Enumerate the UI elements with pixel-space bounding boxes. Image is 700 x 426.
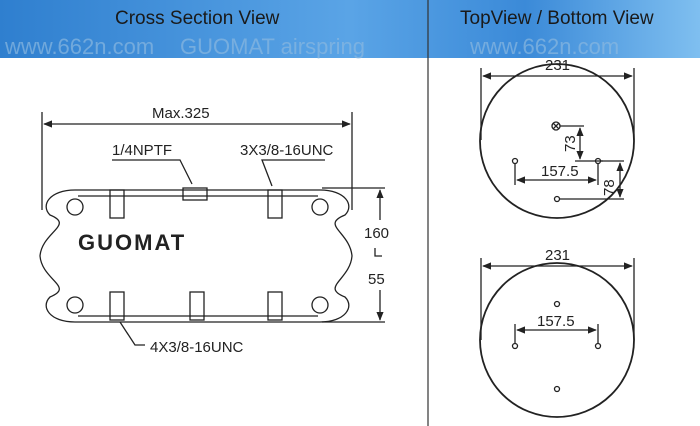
top-offset-lower: 78 xyxy=(601,179,618,196)
cross-section-view xyxy=(39,112,385,346)
watermark-url: www.662n.com xyxy=(4,34,154,59)
min-height-value: 55 xyxy=(368,271,385,288)
bottom-diameter: 231 xyxy=(545,247,570,264)
top-thread-label: 3X3/8-16UNC xyxy=(240,142,334,159)
watermark-url-right: www.662n.com xyxy=(469,34,619,59)
top-offset-vertical: 73 xyxy=(562,135,579,152)
max-height-value: 160 xyxy=(364,225,389,242)
header-band xyxy=(0,0,700,58)
top-diameter: 231 xyxy=(545,57,570,74)
port-label: 1/4NPTF xyxy=(112,142,172,159)
top-view xyxy=(479,63,635,219)
brand-logo: GUOMAT xyxy=(78,230,186,255)
watermark: www.662n.com GUOMAT airspring www.662n.c… xyxy=(4,34,619,59)
watermark-brand: GUOMAT airspring xyxy=(180,34,365,59)
bottom-view xyxy=(479,258,635,418)
bottom-bolt-spacing: 157.5 xyxy=(537,313,575,330)
bottom-thread-label: 4X3/8-16UNC xyxy=(150,339,244,356)
right-title: TopView / Bottom View xyxy=(460,8,654,29)
max-height-label: Max.325 xyxy=(152,105,210,122)
left-title: Cross Section View xyxy=(115,8,280,29)
top-bolt-spacing: 157.5 xyxy=(541,163,579,180)
